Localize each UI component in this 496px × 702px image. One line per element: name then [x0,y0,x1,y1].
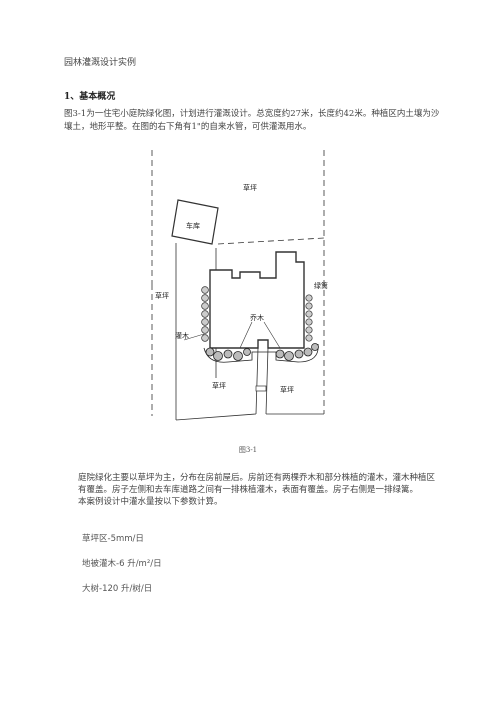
front-walkway [255,347,269,415]
document-title: 园林灌溉设计实例 [64,58,137,68]
garden-plan-figure: 草坪 车库 草坪 绿篱 乔木 灌木 草坪 草坪 [151,150,328,421]
label-lawn-bottom-left: 草坪 [212,381,226,390]
water-meter [255,385,267,392]
garage [171,199,219,245]
house-outline [209,251,305,349]
param-trees-value: -120 升/树/日 [99,584,153,594]
param-shrubs-prefix: 地被灌木 [82,559,117,569]
hedge-right [305,294,313,342]
site-boundary [151,150,325,416]
shrub-row-left [201,286,209,342]
param-trees-prefix: 大树 [82,584,100,594]
label-lawn-left: 草坪 [155,291,169,300]
label-shrubs: 灌木 [175,331,189,340]
section-heading: 1、基本概况 [64,92,116,102]
label-leaders [183,321,281,349]
label-lawn-bottom-right: 草坪 [280,385,294,394]
intro-paragraph: 图3-1为一住宅小庭院绿化图，计划进行灌溉设计。总宽度约27米，长度约42米。种… [64,109,440,132]
label-trees: 乔木 [250,313,264,322]
front-shrub-bed [203,343,319,363]
param-lawn-value: -5mm/日 [107,534,144,544]
param-lawn: 草坪区-5mm/日 [82,532,144,544]
fence-line [217,237,325,245]
label-hedge: 绿篱 [314,281,328,290]
param-lawn-prefix: 草坪区 [82,534,108,544]
description-text: 庭院绿化主要以草坪为主，分布在房前屋后。房前还有两棵乔木和部分株植的灌木，灌木种… [78,473,436,495]
front-lawn-edge [175,413,324,421]
param-shrubs-value: -6 升/m²/日 [116,559,162,569]
param-intro: 本案例设计中灌水量按以下参数计算。 [78,497,223,507]
figure-caption: 图3-1 [238,446,258,454]
param-trees: 大树-120 升/树/日 [82,582,152,594]
label-garage: 车库 [186,221,200,230]
label-lawn-top: 草坪 [243,183,257,192]
param-shrubs: 地被灌木-6 升/m²/日 [82,557,162,569]
description-paragraph: 庭院绿化主要以草坪为主，分布在房前屋后。房前还有两棵乔木和部分株植的灌木，灌木种… [78,472,438,508]
